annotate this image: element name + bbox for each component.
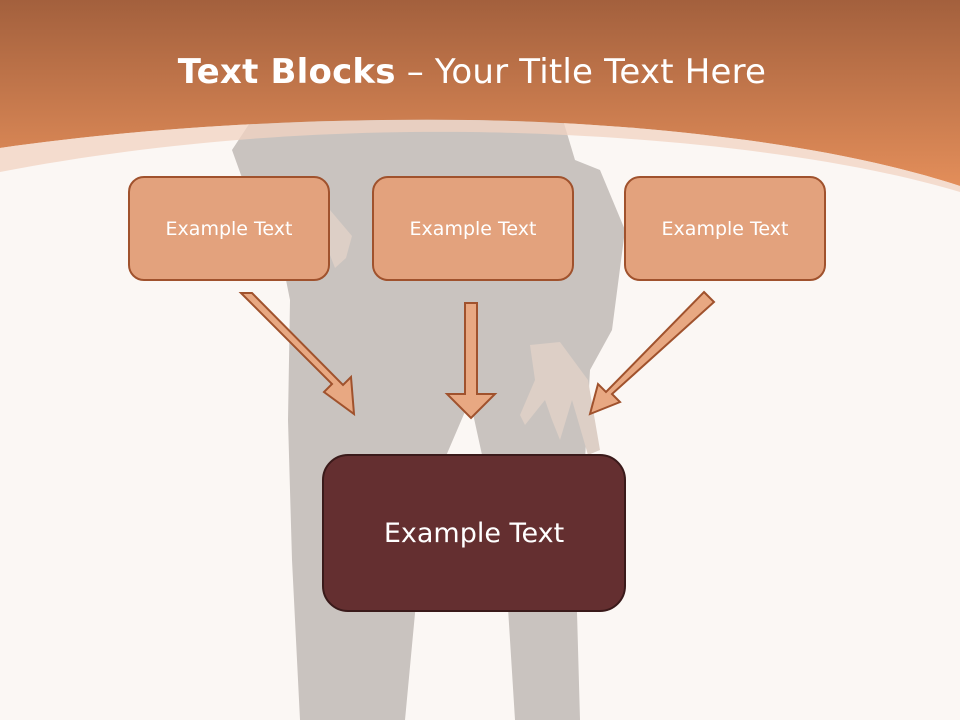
title-rest: Your Title Text Here (434, 52, 767, 92)
text-block-center[interactable]: Example Text (372, 176, 574, 281)
header-band (0, 0, 960, 186)
text-block-right-label: Example Text (661, 217, 789, 240)
main-text-block-label: Example Text (383, 517, 565, 549)
title-bold: Text Blocks (177, 52, 396, 92)
text-block-left[interactable]: Example Text (128, 176, 330, 281)
title-dash: – (395, 52, 435, 92)
header-band-highlight (0, 119, 960, 192)
main-text-block[interactable]: Example Text (322, 454, 626, 612)
text-block-center-label: Example Text (409, 217, 537, 240)
text-block-right[interactable]: Example Text (624, 176, 826, 281)
text-block-left-label: Example Text (165, 217, 293, 240)
page-title: Text Blocks – Your Title Text Here (0, 52, 944, 92)
